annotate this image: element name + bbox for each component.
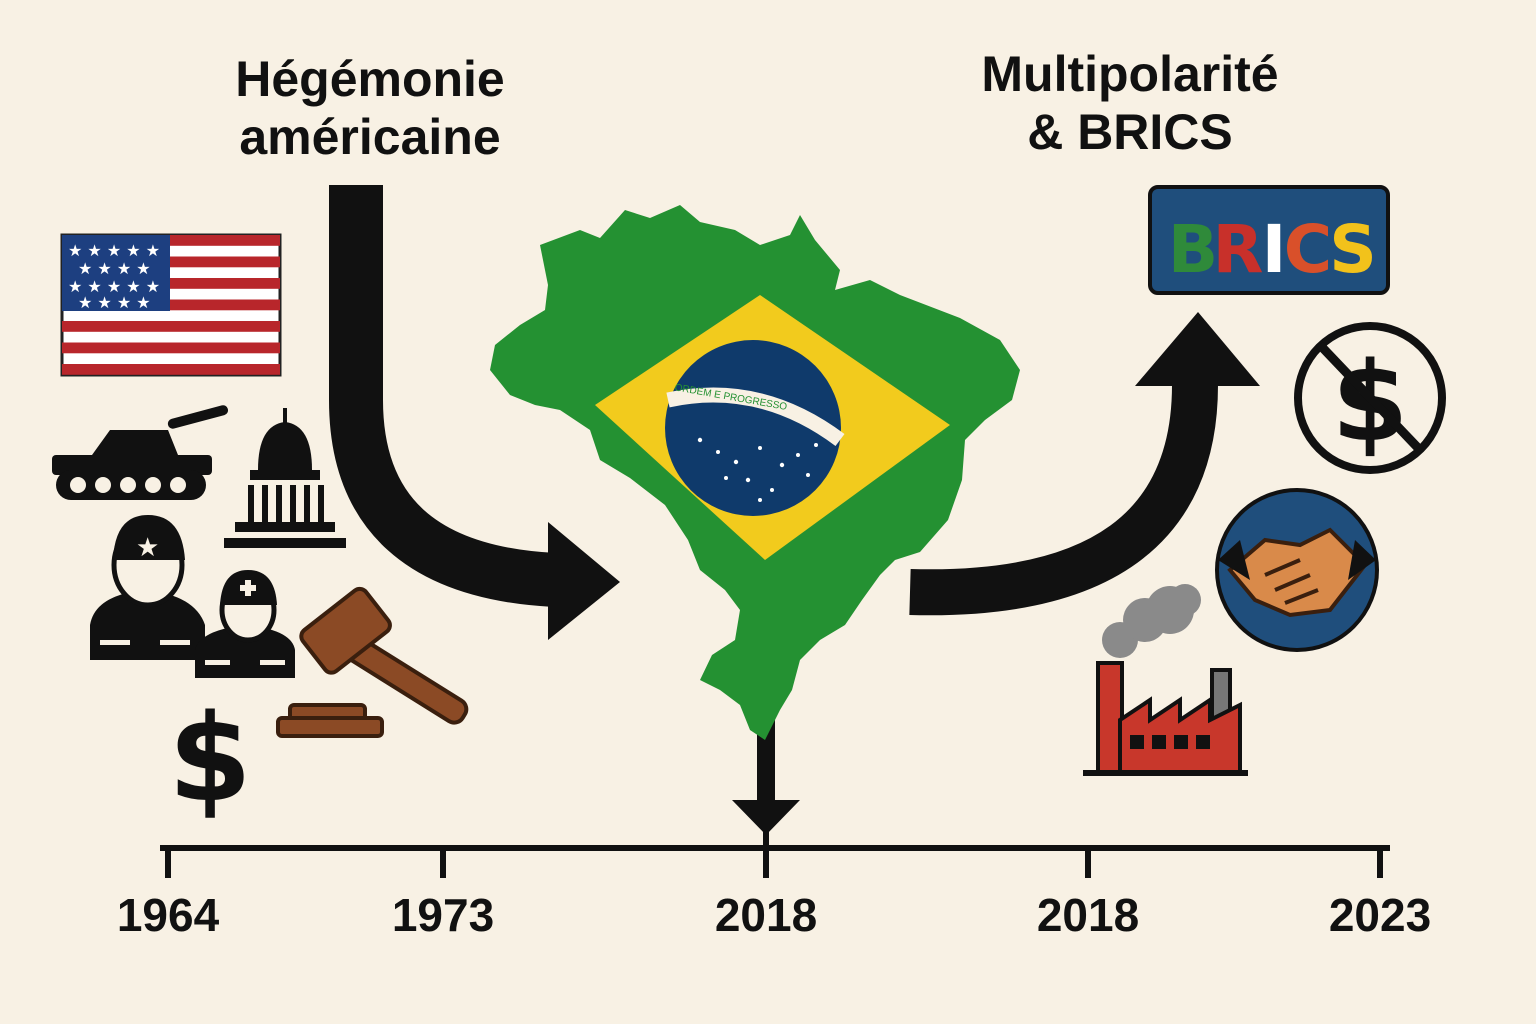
svg-text:★ ★ ★ ★: ★ ★ ★ ★	[78, 259, 151, 278]
svg-text:★: ★	[136, 533, 159, 563]
year-label-2018-b: 2018	[1036, 889, 1140, 941]
gavel-icon	[276, 586, 469, 738]
left-heading-line2: américaine	[239, 109, 501, 165]
arrow-to-brics	[909, 312, 1260, 616]
flag-globe	[665, 340, 841, 516]
tank-icon	[52, 405, 229, 500]
right-heading: Multipolarité & BRICS	[920, 45, 1340, 161]
right-heading-line2: & BRICS	[1027, 104, 1233, 160]
left-heading: Hégémonie américaine	[160, 50, 580, 166]
svg-text:★ ★ ★ ★: ★ ★ ★ ★	[78, 293, 151, 312]
right-heading-line1: Multipolarité	[981, 46, 1279, 102]
brics-badge: B R I C S	[1148, 185, 1390, 295]
timeline	[160, 830, 1390, 878]
no-dollar-icon: $	[1294, 322, 1446, 474]
year-label-2018-a: 2018	[714, 889, 818, 941]
brics-letters: B R I C S	[1168, 211, 1377, 288]
factory-icon	[1083, 584, 1248, 776]
brics-letter-i: I	[1262, 211, 1287, 288]
soldier-icon: ★	[90, 515, 205, 660]
brics-letter-c: C	[1284, 211, 1332, 288]
left-heading-line1: Hégémonie	[235, 51, 505, 107]
medic-soldier-icon	[195, 570, 295, 678]
handshake-icon	[1215, 488, 1379, 652]
svg-text:★ ★ ★ ★ ★: ★ ★ ★ ★ ★	[68, 241, 160, 260]
year-label-1973: 1973	[391, 889, 495, 941]
us-flag-icon: ★ ★ ★ ★ ★ ★ ★ ★ ★ ★ ★ ★ ★ ★ ★ ★ ★ ★	[60, 233, 282, 377]
svg-text:★ ★ ★ ★ ★: ★ ★ ★ ★ ★	[68, 277, 160, 296]
flag-band	[666, 387, 845, 447]
flag-stars	[697, 437, 818, 502]
brics-letter-s: S	[1329, 211, 1377, 288]
brics-letter-b: B	[1168, 211, 1218, 288]
year-label-2023: 2023	[1328, 889, 1432, 941]
smoke-cloud	[1102, 584, 1201, 658]
arrow-into-brazil	[329, 185, 620, 640]
year-label-1964: 1964	[116, 889, 220, 941]
dollar-icon: $	[168, 690, 252, 829]
brics-letter-r: R	[1213, 211, 1264, 288]
capitol-icon	[224, 408, 346, 548]
brazil-map: ORDEM E PROGRESSO	[490, 205, 1020, 740]
